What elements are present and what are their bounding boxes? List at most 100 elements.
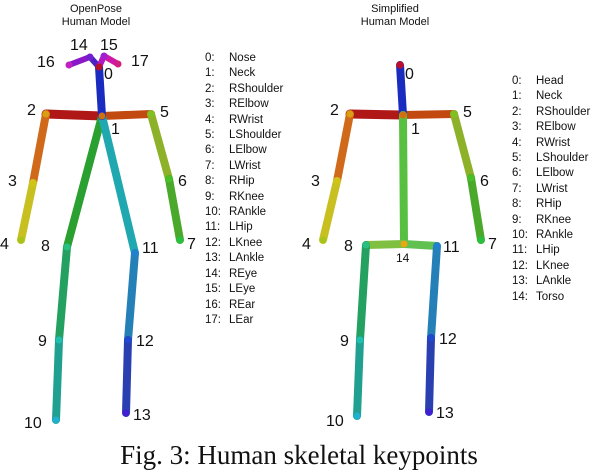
openpose-legend-item: 12:LKnee xyxy=(205,236,283,251)
simplified-legend-index: 6: xyxy=(512,167,522,180)
openpose-legend-index: 16: xyxy=(205,298,221,311)
openpose-legend-index: 14: xyxy=(205,267,221,280)
s-label-rwrist: 4 xyxy=(302,236,311,253)
joint-neck xyxy=(98,112,106,120)
s-label-rhip: 8 xyxy=(344,238,353,255)
joint-rwrist xyxy=(17,236,25,244)
openpose-legend-index: 2: xyxy=(205,82,215,95)
simplified-legend-name: Neck xyxy=(536,90,563,103)
simplified-legend-name: RKnee xyxy=(536,213,572,226)
simplified-legend-name: RHip xyxy=(536,198,562,211)
simplified-legend-name: Head xyxy=(536,75,564,87)
simplified-legend-item: 9:RKnee xyxy=(512,213,590,228)
openpose-legend-name: RWrist xyxy=(229,113,264,126)
s-limb-relbow-rwrist xyxy=(319,177,341,244)
label-rwrist: 4 xyxy=(0,236,9,253)
limb-lknee-lankle xyxy=(122,336,132,417)
joint-lknee xyxy=(124,336,132,344)
label-leye: 15 xyxy=(100,37,118,54)
s-joint-lelbow xyxy=(467,174,475,182)
openpose-title-line1: OpenPose xyxy=(70,3,122,15)
openpose-legend-name: LElbow xyxy=(229,144,267,157)
label-lknee: 12 xyxy=(136,333,154,350)
label-lankle: 13 xyxy=(133,407,151,424)
openpose-legend-item: 0:Nose xyxy=(205,51,283,66)
simplified-legend-name: RAnkle xyxy=(536,229,574,242)
openpose-legend-item: 14:REye xyxy=(205,267,283,282)
simplified-legend-name: LHip xyxy=(536,244,560,257)
label-rear: 16 xyxy=(37,54,55,71)
simplified-legend-item: 10:RAnkle xyxy=(512,228,590,243)
joint-lshoulder xyxy=(147,110,155,118)
openpose-legend-index: 6: xyxy=(205,144,215,157)
label-lwrist: 7 xyxy=(187,236,196,253)
simplified-legend-index: 4: xyxy=(512,136,522,149)
s-joint-lwrist xyxy=(477,236,485,244)
s-joint-relbow xyxy=(333,177,341,185)
simplified-legend-index: 3: xyxy=(512,121,522,134)
openpose-legend-item: 8:RHip xyxy=(205,174,283,189)
limb-neck-rhip xyxy=(63,112,106,251)
limb-neck-lshoulder xyxy=(98,110,155,120)
simplified-legend-item: 0:Head xyxy=(512,74,590,89)
simplified-legend-item: 2:RShoulder xyxy=(512,105,590,120)
openpose-legend-item: 4: RWrist xyxy=(205,113,283,128)
s-limb-neck-torso xyxy=(399,111,408,248)
openpose-legend-index: 0: xyxy=(205,52,215,64)
openpose-legend-name: LHip xyxy=(229,221,253,234)
openpose-legend-item: 2: RShoulder xyxy=(205,82,283,97)
joint-rankle xyxy=(52,416,60,424)
s-joint-rknee xyxy=(356,336,364,344)
simplified-legend-item: 12:LKnee xyxy=(512,259,590,274)
simplified-legend-item: 4:RWrist xyxy=(512,136,590,151)
simplified-legend-index: 13: xyxy=(512,275,528,288)
simplified-legend-item: 1:Neck xyxy=(512,89,590,104)
limb-rshoulder-relbow xyxy=(29,110,50,187)
simplified-legend-name: LAnkle xyxy=(536,275,572,288)
simplified-legend-item: 3:RElbow xyxy=(512,120,590,135)
limb-rknee-rankle xyxy=(52,336,63,424)
simplified-legend-name: LWrist xyxy=(536,182,568,195)
s-label-relbow: 3 xyxy=(311,173,320,190)
limb-relbow-rwrist xyxy=(17,179,37,244)
s-limb-rknee-rankle xyxy=(353,336,364,420)
limb-reye-rear xyxy=(66,54,93,68)
label-rankle: 10 xyxy=(24,415,42,432)
s-limb-lknee-lankle xyxy=(425,334,435,416)
openpose-legend-item: 16:REar xyxy=(205,298,283,313)
openpose-legend-index: 8: xyxy=(205,175,215,188)
simplified-legend-item: 7: LWrist xyxy=(512,182,590,197)
openpose-legend-index: 15: xyxy=(205,283,221,296)
simplified-legend-index: 7: xyxy=(512,182,522,195)
s-label-lwrist: 7 xyxy=(488,236,497,253)
joint-nose xyxy=(95,63,103,71)
simplified-skeleton: 0 1 2 3 4 5 6 7 8 9 10 11 12 13 14 xyxy=(302,61,497,430)
openpose-legend-index: 4: xyxy=(205,113,215,126)
joint-lear xyxy=(114,60,122,68)
simplified-legend-item: 11:LHip xyxy=(512,243,590,258)
label-lhip: 11 xyxy=(142,240,159,257)
openpose-legend-name: RKnee xyxy=(229,190,265,203)
simplified-legend-index: 12: xyxy=(512,259,528,272)
openpose-legend-item: 17:LEar xyxy=(205,313,283,328)
s-label-lhip: 11 xyxy=(443,239,460,256)
s-limb-neck-head xyxy=(396,61,407,119)
limb-lhip-lknee xyxy=(124,249,139,344)
joint-lelbow xyxy=(165,175,173,183)
simplified-joint-labels: 0 1 2 3 4 5 6 7 8 9 10 11 12 13 14 xyxy=(302,66,497,430)
s-joint-rwrist xyxy=(319,236,327,244)
openpose-title-line2: Human Model xyxy=(61,16,131,28)
label-rshoulder: 2 xyxy=(27,102,36,119)
openpose-legend-index: 9: xyxy=(205,190,215,203)
openpose-legend-name: RShoulder xyxy=(229,82,284,95)
label-reye: 14 xyxy=(70,37,88,54)
label-lear: 17 xyxy=(131,53,149,70)
openpose-legend-item: 15:LEye xyxy=(205,282,283,297)
s-joint-lknee xyxy=(427,334,435,342)
simplified-legend-item: 6:LElbow xyxy=(512,166,590,181)
s-joint-lankle xyxy=(425,408,433,416)
label-rknee: 9 xyxy=(38,333,47,350)
simplified-legend-name: RShoulder xyxy=(536,105,591,118)
